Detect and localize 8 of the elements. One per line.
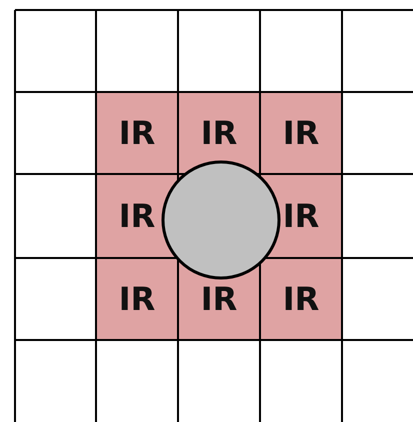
- cell-label: IR: [282, 283, 320, 315]
- cell-label: IR: [118, 283, 156, 315]
- cell-label: IR: [282, 117, 320, 149]
- cell-label: IR: [200, 283, 238, 315]
- cell-label: IR: [200, 117, 238, 149]
- cell-label: IR: [118, 117, 156, 149]
- cell-label: IR: [118, 200, 156, 232]
- cell-label: IR: [282, 200, 320, 232]
